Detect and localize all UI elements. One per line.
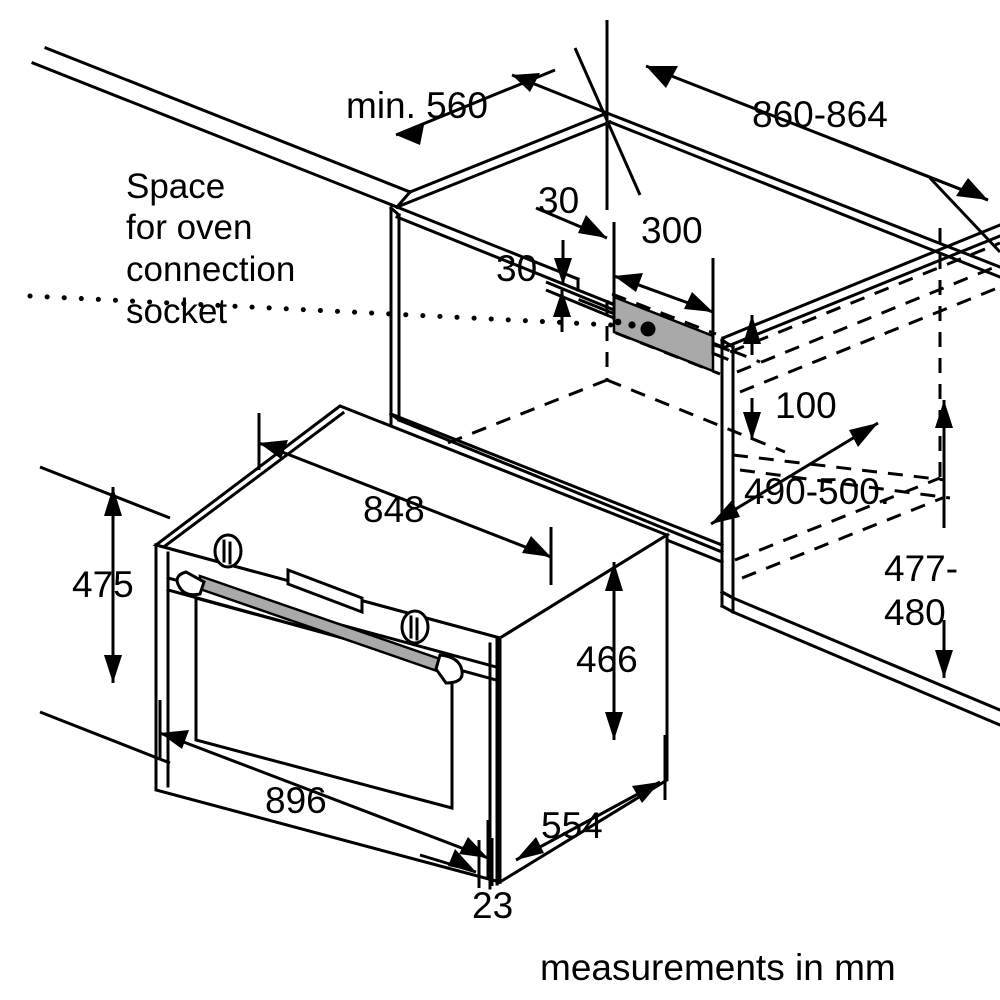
socket-reference-dotted-line — [27, 293, 615, 328]
dim-300 — [612, 222, 715, 355]
annotation-line-2: for oven — [126, 208, 252, 247]
label-466: 466 — [576, 639, 638, 680]
oven-connection-socket-zone — [611, 292, 721, 376]
dim-30-upper — [535, 206, 608, 285]
label-100: 100 — [775, 385, 837, 426]
dimension-text-labels: min. 560 860-864 30 30 300 100 490-500. … — [72, 85, 958, 988]
label-480: 480 — [884, 592, 946, 633]
oven-door-handle[interactable] — [175, 570, 464, 685]
oven-display-slot — [286, 567, 364, 615]
dim-477-480 — [935, 400, 953, 678]
dim-860-864 — [573, 47, 1000, 254]
oven-appliance-group — [152, 404, 671, 890]
cabinet-lower-shelf — [719, 589, 1000, 727]
dimension-annotations — [39, 20, 1000, 888]
annotation-line-3: connection — [126, 250, 295, 289]
annotation-line-4: socket — [126, 292, 227, 331]
annotation-line-1: Space — [126, 167, 225, 206]
label-896: 896 — [265, 780, 327, 821]
socket-dot-1 — [614, 318, 622, 326]
label-23: 23 — [472, 885, 513, 926]
cabinet-hidden-edges — [429, 228, 1000, 580]
label-475: 475 — [72, 564, 134, 605]
dim-490-500 — [710, 421, 879, 526]
dim-466 — [605, 562, 623, 740]
label-30-top: 30 — [538, 180, 579, 221]
label-490-500: 490-500. — [744, 471, 890, 512]
label-554: 554 — [541, 805, 603, 846]
oven-knob-right[interactable] — [400, 609, 430, 645]
dim-30-lower — [545, 280, 615, 332]
cabinet-niche-group — [27, 46, 1000, 727]
label-300: 300 — [641, 210, 703, 251]
dim-554 — [515, 735, 667, 862]
dim-896 — [158, 700, 490, 880]
label-860-864: 860-864 — [752, 94, 888, 135]
socket-dot-2 — [628, 321, 636, 329]
dim-23 — [419, 838, 494, 888]
oven-knob-left[interactable] — [213, 533, 243, 569]
label-848: 848 — [363, 489, 425, 530]
dim-848 — [257, 413, 553, 585]
label-30-side: 30 — [496, 248, 537, 289]
cabinet-right-side-panel — [719, 337, 736, 601]
cabinet-left-side-panel — [388, 205, 402, 423]
dim-475 — [39, 465, 171, 765]
dim-min-560 — [395, 20, 609, 210]
socket-outlet-dot — [640, 321, 656, 337]
oven-right-side — [498, 532, 669, 885]
dim-100 — [743, 315, 761, 440]
label-477: 477- — [884, 548, 958, 589]
footer-measurement-note: measurements in mm — [540, 947, 896, 988]
label-min-560: min. 560 — [346, 85, 488, 126]
